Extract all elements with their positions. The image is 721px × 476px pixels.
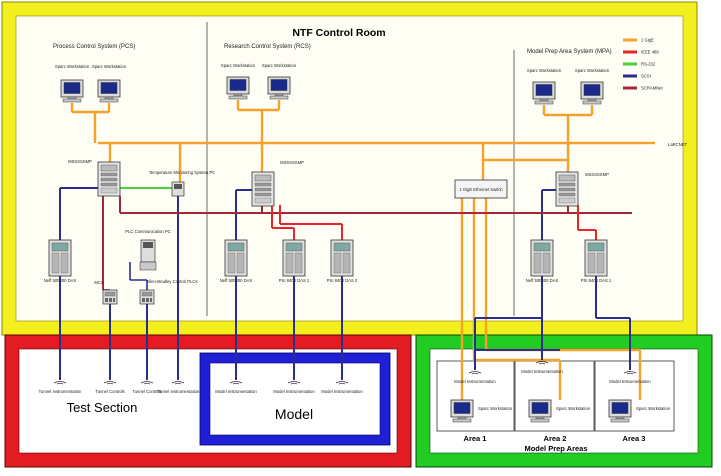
- instr-label: Model Instrumentation: [454, 379, 496, 384]
- temp-monitoring-label: Temperature Monitoring System PC: [149, 170, 215, 175]
- instr-label: Tunnel Instrumentation: [157, 389, 200, 394]
- legend-label: 1 GigE: [641, 38, 654, 43]
- plc-comm-label: PLC Communication PC: [125, 229, 170, 234]
- das-label: PSI 8400 DAS 1: [279, 278, 310, 283]
- das-label: PSI 8400 DAS 1: [581, 278, 612, 283]
- scsi-links: [59, 187, 631, 380]
- rcs-label: Research Control System (RCS): [224, 44, 311, 50]
- pcs-label: Process Control System (PCS): [53, 44, 135, 50]
- das-label: Neff 500000 DAS: [44, 278, 77, 283]
- instr-label: Tunnel Controls: [95, 389, 124, 394]
- plc-icon: [102, 289, 118, 305]
- ethernet-switch-icon: [454, 179, 508, 199]
- workstation-label: Sparc Workstation: [262, 63, 297, 68]
- test-section-label: Test Section: [67, 400, 138, 415]
- model-label: Model: [275, 406, 313, 422]
- legend-label: SCSI: [641, 74, 651, 79]
- diagram-title: NTF Control Room: [292, 27, 385, 39]
- model-prep-areas-label: Model Prep Areas: [524, 444, 587, 453]
- mcs-label: MCS: [94, 280, 104, 285]
- das-icon: [330, 239, 354, 277]
- instr-label: Model Instrumentation: [215, 389, 257, 394]
- instr-label: Tunnel Instrumentation: [39, 389, 82, 394]
- das-label: Neff 500000 DAS: [526, 278, 559, 283]
- server-mpa-icon: [555, 171, 579, 207]
- das-label: PSI 8400 DAS 2: [327, 278, 358, 283]
- larcnet-label: LaRCNET: [668, 142, 688, 147]
- das-icon: [48, 239, 72, 277]
- server-rcs-icon: [251, 171, 275, 207]
- eth-switch-label: 1 GigE Ethernet Switch: [459, 187, 503, 192]
- das-icon: [224, 239, 248, 277]
- legend-label: RS-232: [641, 62, 656, 67]
- workstation-label: Sparc Workstation: [55, 64, 90, 69]
- area3-box: [594, 360, 675, 432]
- ieee488-links: [271, 205, 597, 240]
- workstation-label: Sparc Workstation: [556, 406, 591, 411]
- server-pcs-label: MSSSSSMP: [68, 159, 92, 164]
- area2-label: Area 2: [544, 434, 567, 443]
- model-frame: [200, 353, 390, 445]
- instr-label: Model Instrumentation: [609, 379, 651, 384]
- server-pcs-icon: [97, 161, 121, 197]
- workstation-label: Sparc Workstation: [92, 64, 127, 69]
- instr-label: Model Instrumentation: [273, 389, 315, 394]
- allen-bradley-label: Allen-Bradley Control PLCs: [147, 279, 198, 284]
- area1-label: Area 1: [464, 434, 487, 443]
- workstation-label: Sparc Workstation: [221, 63, 256, 68]
- area2-box: [514, 360, 595, 432]
- server-rcs-label: MSSSSSMP: [280, 160, 304, 165]
- instr-label: Model Instrumentation: [521, 369, 563, 374]
- instr-label: Tunnel Controls: [132, 389, 161, 394]
- server-mpa-label: MSSSSSMP: [585, 172, 609, 177]
- area3-label: Area 3: [623, 434, 646, 443]
- workstation-label: Sparc Workstation: [575, 68, 610, 73]
- das-icon: [530, 239, 554, 277]
- workstation-label: Sparc Workstation: [527, 68, 562, 73]
- das-icon: [282, 239, 306, 277]
- area1-box: [436, 360, 515, 432]
- das-label: Neff 500000 DAS: [220, 278, 253, 283]
- legend-label: IEEE 488: [641, 50, 659, 55]
- plc-icon: [139, 289, 155, 305]
- instr-label: Model Instrumentation: [321, 389, 363, 394]
- workstation-label: Sparc Workstation: [478, 406, 513, 411]
- legend-label: SCRAMNet: [641, 86, 663, 91]
- workstation-label: Sparc Workstation: [636, 406, 671, 411]
- das-icon: [584, 239, 608, 277]
- mpa-label: Model Prep Area System (MPA): [527, 49, 612, 55]
